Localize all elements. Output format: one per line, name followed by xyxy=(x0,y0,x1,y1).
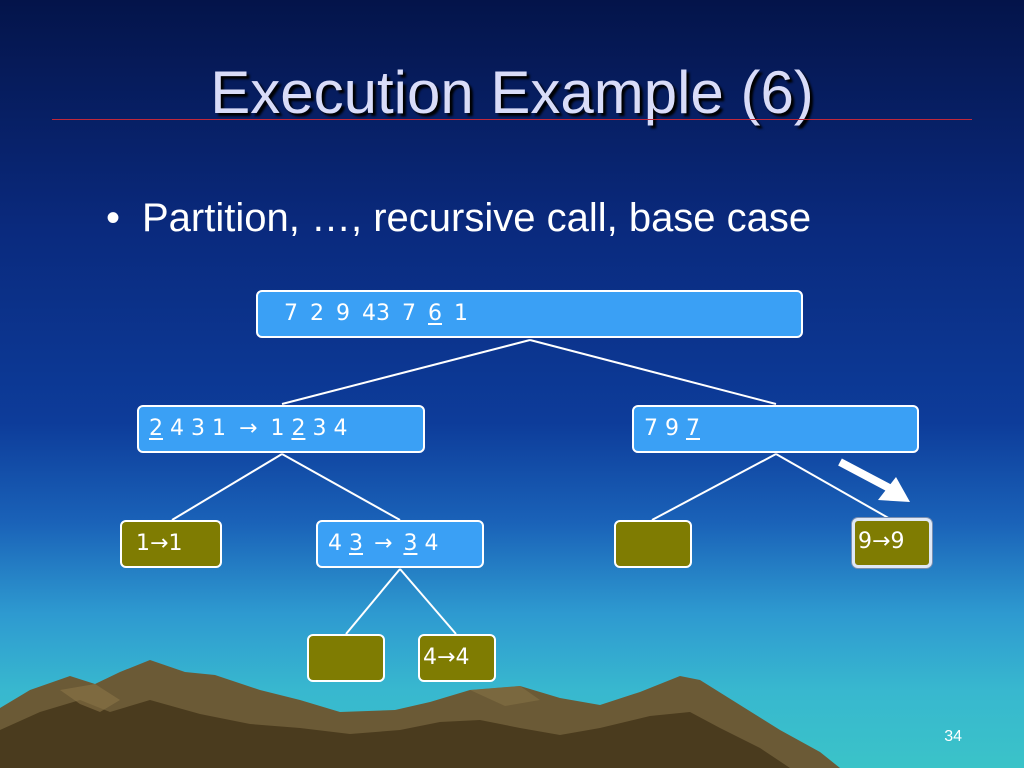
right-token-2: 9 xyxy=(665,416,679,441)
current-call-arrow-head xyxy=(878,477,910,502)
slide-title: Execution Example (6) xyxy=(210,59,814,126)
bullet-text: Partition, …, recursive call, base case xyxy=(142,196,812,240)
edge-left-leftright xyxy=(281,453,401,521)
bullet-dot: • xyxy=(106,196,121,240)
node-left-left: 1→1 xyxy=(120,520,222,568)
node-lr-right: 4→4 xyxy=(418,634,496,682)
node-right-left xyxy=(614,520,692,568)
edge-root-right xyxy=(529,339,777,405)
lr-arrow: → xyxy=(374,531,393,556)
bullet-item: • Partition, …, recursive call, base case xyxy=(106,196,811,241)
root-token-6: 7 xyxy=(402,301,416,326)
edge-right-rightleft xyxy=(651,453,777,521)
left-in-4: 1 xyxy=(212,416,226,441)
root-token-4: 4 xyxy=(362,301,376,326)
root-token-5: 3 xyxy=(376,301,390,326)
node-lr-left xyxy=(307,634,385,682)
left-in-3: 3 xyxy=(191,416,205,441)
edge-lr-right xyxy=(399,568,457,635)
right-pivot: 7 xyxy=(686,416,700,441)
left-out-1: 1 xyxy=(270,416,285,441)
left-out-4: 4 xyxy=(333,416,348,441)
lr-out-2: 4 xyxy=(424,531,439,556)
current-call-arrow-shaft xyxy=(838,458,895,494)
rr-arrow: → xyxy=(872,529,891,554)
page-number: 34 xyxy=(944,728,962,745)
ll-output: 1 xyxy=(168,531,183,556)
root-token-8: 1 xyxy=(454,301,468,326)
left-out-pivot: 2 xyxy=(291,416,306,441)
lrr-arrow: → xyxy=(437,645,456,670)
rr-input: 9 xyxy=(858,529,872,554)
node-right: 7 9 7 xyxy=(632,405,919,453)
root-token-1: 7 xyxy=(284,301,298,326)
title-divider xyxy=(52,119,972,120)
mountain-front xyxy=(0,700,790,768)
lrr-input: 4 xyxy=(423,645,437,670)
edge-root-left xyxy=(281,339,531,405)
root-token-3: 9 xyxy=(336,301,350,326)
node-left-right: 4 3 → 3 4 xyxy=(316,520,484,568)
mountain-highlight-2 xyxy=(470,686,540,706)
ll-arrow: → xyxy=(150,531,169,556)
left-pivot: 2 xyxy=(149,416,163,441)
node-left: 2 4 3 1 → 1 2 3 4 xyxy=(137,405,425,453)
lr-out-pivot: 3 xyxy=(403,531,418,556)
edge-lr-left xyxy=(345,568,401,635)
edge-left-leftleft xyxy=(171,453,283,521)
lr-pivot: 3 xyxy=(349,531,363,556)
edge-right-rightright xyxy=(775,453,893,521)
left-out-3: 3 xyxy=(312,416,327,441)
rr-output: 9 xyxy=(890,529,905,554)
lr-in-1: 4 xyxy=(328,531,342,556)
left-arrow: → xyxy=(239,416,258,441)
root-pivot: 6 xyxy=(428,301,442,326)
node-root: 7 2 9 43 7 6 1 xyxy=(256,290,803,338)
ll-input: 1 xyxy=(136,531,150,556)
right-token-1: 7 xyxy=(644,416,658,441)
root-token-2: 2 xyxy=(310,301,324,326)
node-right-right: 9→9 xyxy=(852,518,932,568)
left-in-2: 4 xyxy=(170,416,184,441)
lrr-output: 4 xyxy=(455,645,470,670)
mountain-highlight xyxy=(60,684,120,712)
